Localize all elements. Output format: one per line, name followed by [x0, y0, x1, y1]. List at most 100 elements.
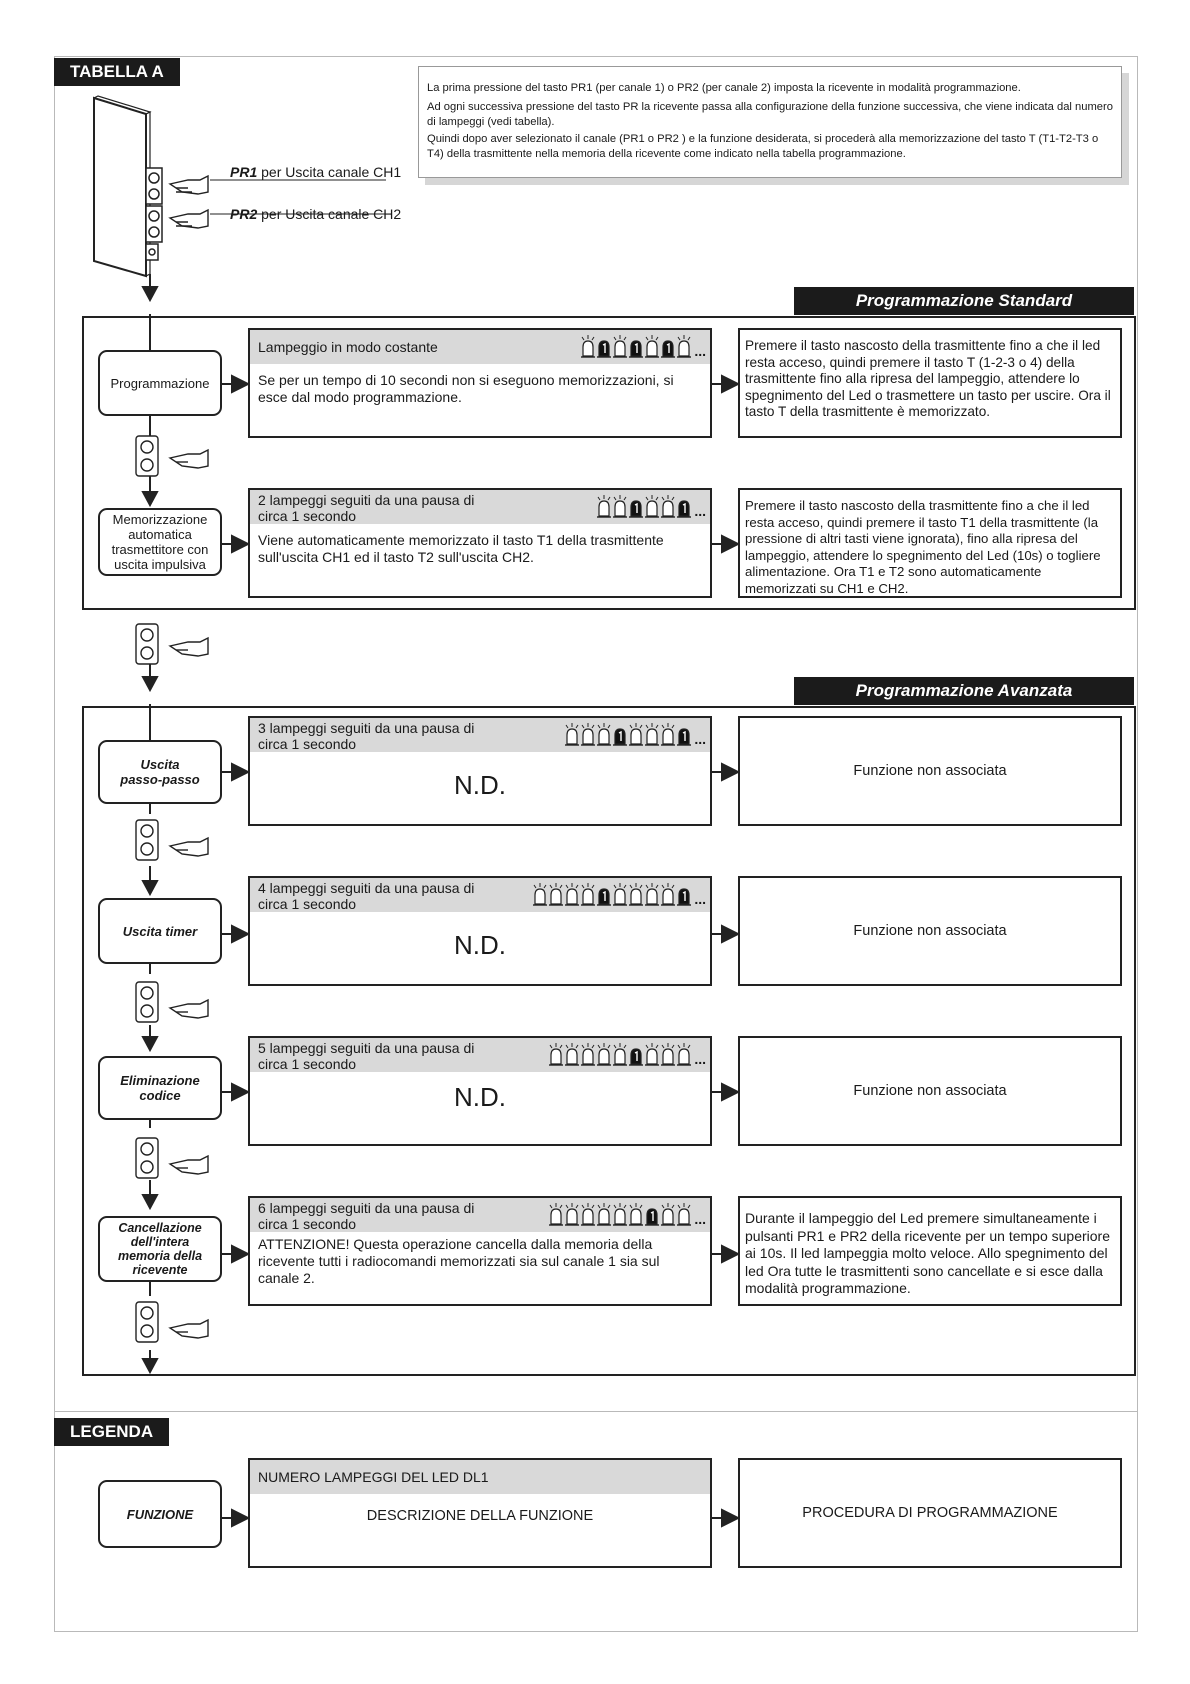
led-off-icon [661, 1203, 676, 1226]
flash-box-memorizzazione: 2 lampeggi seguiti da una pausa di circa… [248, 488, 712, 598]
led-off-icon [645, 723, 660, 746]
function-description: ATTENZIONE! Questa operazione cancella d… [258, 1236, 660, 1286]
function-uscita-passo-passo: Uscita passo-passo [98, 740, 222, 804]
flash-count-label: 4 lampeggi seguiti da una pausa di circa… [258, 880, 475, 912]
led-off-icon [613, 1203, 628, 1226]
led-off-icon [613, 883, 628, 906]
flash-header: Lampeggio in modo costante ... [250, 330, 710, 364]
led-sequence: ... [549, 1202, 706, 1226]
advanced-section-title: Programmazione Avanzata [794, 677, 1134, 705]
led-off-icon [597, 1043, 612, 1066]
legend-function: FUNZIONE [98, 1480, 222, 1548]
flash-box-programmazione: Lampeggio in modo costante ... Se per un… [248, 328, 712, 438]
led-on-icon [661, 340, 676, 358]
flash-count-label: 5 lampeggi seguiti da una pausa di circa… [258, 1040, 475, 1072]
page-frame [54, 56, 1138, 1632]
legenda-tag: LEGENDA [54, 1418, 170, 1446]
flash-count-label: 6 lampeggi seguiti da una pausa di circa… [258, 1200, 475, 1232]
info-box: La prima pressione del tasto PR1 (per ca… [418, 66, 1122, 178]
receiver-board-illustration [93, 95, 386, 278]
led-sequence-ellipsis: ... [694, 891, 706, 907]
led-sequence: ... [549, 1042, 706, 1066]
function-uscita-timer: Uscita timer [98, 898, 222, 964]
led-off-icon [581, 883, 596, 906]
led-on-icon [677, 500, 692, 518]
flash-header: 3 lampeggi seguiti da una pausa di circa… [250, 718, 710, 752]
led-off-icon [581, 1203, 596, 1226]
procedure-memorizzazione: Premere il tasto nascosto della trasmitt… [738, 488, 1122, 598]
led-sequence-ellipsis: ... [694, 1051, 706, 1067]
standard-section [82, 316, 1136, 610]
led-off-icon [661, 495, 676, 518]
led-off-icon [581, 335, 596, 358]
led-off-icon [661, 1043, 676, 1066]
procedure-passo-passo: Funzione non associata [738, 716, 1122, 826]
led-on-icon [629, 340, 644, 358]
led-off-icon [629, 723, 644, 746]
pr1-label: PR1 [230, 164, 258, 180]
procedure-cancellazione: Durante il lampeggio del Led premere sim… [738, 1196, 1122, 1306]
led-sequence-ellipsis: ... [694, 731, 706, 747]
led-off-icon [597, 495, 612, 518]
function-description: Viene automaticamente memorizzato il tas… [258, 532, 664, 565]
legend-flash-box: NUMERO LAMPEGGI DEL LED DL1 DESCRIZIONE … [248, 1458, 712, 1568]
legend-description: DESCRIZIONE DELLA FUNZIONE [366, 1508, 594, 1524]
advanced-section [82, 706, 1136, 1376]
led-off-icon [629, 883, 644, 906]
flash-count-label: Lampeggio in modo costante [258, 339, 438, 355]
led-off-icon [565, 1043, 580, 1066]
led-off-icon [549, 1203, 564, 1226]
function-description: Se per un tempo di 10 secondi non si ese… [258, 372, 674, 405]
led-off-icon [549, 1043, 564, 1066]
procedure-eliminazione: Funzione non associata [738, 1036, 1122, 1146]
pr2-text: per Uscita canale CH2 [257, 206, 402, 222]
tabella-a-tag: TABELLA A [54, 58, 180, 86]
led-off-icon [677, 1043, 692, 1066]
led-sequence: ... [565, 722, 706, 746]
led-off-icon [581, 1043, 596, 1066]
led-off-icon [581, 723, 596, 746]
flash-box-cancellazione: 6 lampeggi seguiti da una pausa di circa… [248, 1196, 712, 1306]
flash-box-timer: 4 lampeggi seguiti da una pausa di circa… [248, 876, 712, 986]
legend-procedure: PROCEDURA DI PROGRAMMAZIONE [738, 1458, 1122, 1568]
led-off-icon [645, 883, 660, 906]
function-cancellazione-memoria: Cancellazione dell'intera memoria della … [98, 1216, 222, 1282]
led-sequence-ellipsis: ... [694, 1211, 706, 1227]
led-sequence-ellipsis: ... [694, 503, 706, 519]
led-off-icon [549, 883, 564, 906]
led-off-icon [677, 335, 692, 358]
led-on-icon [677, 728, 692, 746]
pr2-label: PR2 [230, 206, 258, 222]
led-off-icon [613, 335, 628, 358]
led-on-icon [629, 1048, 644, 1066]
info-paragraph-2: Ad ogni successiva pressione del tasto P… [427, 101, 1113, 128]
standard-section-title: Programmazione Standard [794, 287, 1134, 315]
led-on-icon [613, 728, 628, 746]
flash-box-passo-passo: 3 lampeggi seguiti da una pausa di circa… [248, 716, 712, 826]
led-off-icon [645, 1043, 660, 1066]
led-on-icon [597, 888, 612, 906]
pr1-text: per Uscita canale CH1 [257, 164, 402, 180]
legend-flash-label: NUMERO LAMPEGGI DEL LED DL1 [258, 1469, 489, 1485]
led-off-icon [533, 883, 548, 906]
led-sequence: ... [597, 494, 706, 518]
legend-flash-header: NUMERO LAMPEGGI DEL LED DL1 [250, 1460, 710, 1494]
flash-header: 6 lampeggi seguiti da una pausa di circa… [250, 1198, 710, 1232]
led-off-icon [597, 723, 612, 746]
led-off-icon [661, 723, 676, 746]
function-eliminazione-codice: Eliminazione codice [98, 1056, 222, 1120]
flash-count-label: 2 lampeggi seguiti da una pausa di circa… [258, 492, 475, 524]
info-paragraph-3: Quindi dopo aver selezionato il canale (… [427, 133, 1099, 160]
function-description: N.D. [454, 1082, 506, 1112]
flash-count-label: 3 lampeggi seguiti da una pausa di circa… [258, 720, 475, 752]
led-off-icon [645, 495, 660, 518]
led-off-icon [565, 723, 580, 746]
led-on-icon [645, 1208, 660, 1226]
led-on-icon [597, 340, 612, 358]
function-description: N.D. [454, 930, 506, 960]
button-press-icons [135, 435, 209, 1343]
function-memorizzazione-automatica: Memorizzazione automatica trasmettitore … [98, 508, 222, 576]
legend-divider [54, 1411, 1138, 1412]
led-sequence: ... [533, 882, 706, 906]
